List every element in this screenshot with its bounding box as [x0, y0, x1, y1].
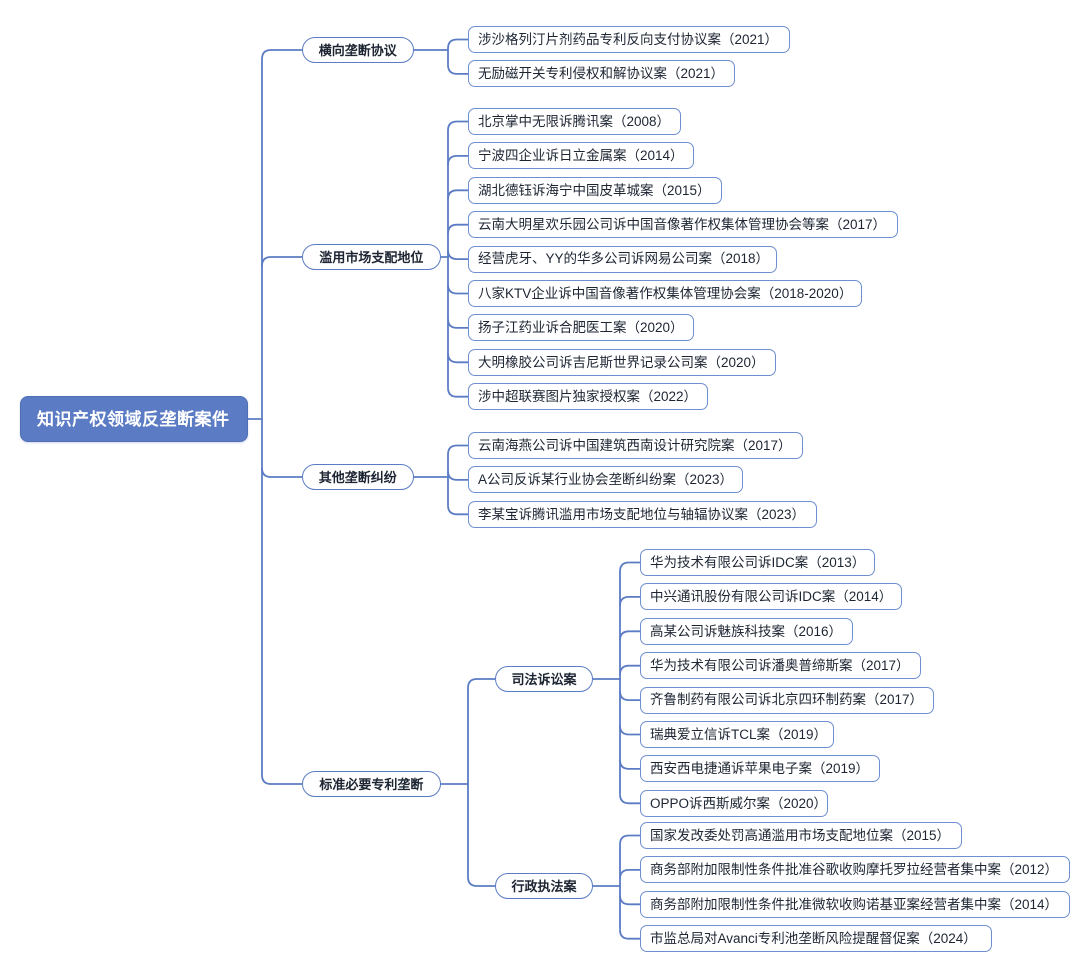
- case-node-label: OPPO诉西斯威尔案（2020）: [650, 795, 828, 811]
- case-node[interactable]: 北京掌中无限诉腾讯案（2008）: [468, 108, 681, 135]
- case-node[interactable]: 八家KTV企业诉中国音像著作权集体管理协会案（2018-2020）: [468, 280, 863, 307]
- case-node-label: 扬子江药业诉合肥医工案（2020）: [478, 320, 684, 336]
- case-node[interactable]: 国家发改委处罚高通滥用市场支配地位案（2015）: [640, 822, 962, 849]
- case-node-label: 国家发改委处罚高通滥用市场支配地位案（2015）: [650, 827, 951, 843]
- case-node-label: A公司反诉某行业协会垄断纠纷案（2023）: [478, 472, 734, 488]
- case-node-label: 西安西电捷通诉苹果电子案（2019）: [650, 761, 870, 777]
- root-node: 知识产权领域反垄断案件: [20, 396, 248, 442]
- case-node[interactable]: 市监总局对Avanci专利池垄断风险提醒督促案（2024）: [640, 925, 993, 953]
- case-node-label: 无励磁开关专利侵权和解协议案（2021）: [478, 66, 725, 82]
- case-node[interactable]: 瑞典爱立信诉TCL案（2019）: [640, 721, 835, 748]
- case-node[interactable]: 齐鲁制药有限公司诉北京四环制药案（2017）: [640, 686, 935, 714]
- case-node[interactable]: 李某宝诉腾讯滥用市场支配地位与轴辐协议案（2023）: [468, 500, 817, 528]
- branch-node-2[interactable]: 滥用市场支配地位: [302, 244, 441, 270]
- branch-node-2-label: 滥用市场支配地位: [319, 249, 424, 265]
- subgroup-node-2-label: 行政执法案: [511, 878, 577, 894]
- case-node[interactable]: 无励磁开关专利侵权和解协议案（2021）: [468, 60, 736, 88]
- case-node-label: 市监总局对Avanci专利池垄断风险提醒督促案（2024）: [650, 930, 977, 946]
- case-node[interactable]: 涉中超联赛图片独家授权案（2022）: [468, 383, 708, 411]
- case-node-label: 宁波四企业诉日立金属案（2014）: [478, 148, 684, 164]
- case-node-label: 商务部附加限制性条件批准微软收购诺基亚案经营者集中案（2014）: [650, 896, 1059, 912]
- case-node[interactable]: 中兴通讯股份有限公司诉IDC案（2014）: [640, 583, 903, 611]
- case-node[interactable]: A公司反诉某行业协会垄断纠纷案（2023）: [468, 466, 743, 494]
- case-node-label: 华为技术有限公司诉潘奥普缔斯案（2017）: [650, 657, 910, 673]
- branch-node-3-label: 其他垄断纠纷: [318, 469, 397, 485]
- case-node-label: 华为技术有限公司诉IDC案（2013）: [650, 554, 866, 570]
- case-node-label: 大明橡胶公司诉吉尼斯世界记录公司案（2020）: [478, 354, 765, 370]
- case-node-label: 李某宝诉腾讯滥用市场支配地位与轴辐协议案（2023）: [478, 506, 806, 522]
- case-node-label: 经营虎牙、YY的华多公司诉网易公司案（2018）: [478, 251, 770, 267]
- case-node-label: 云南大明星欢乐园公司诉中国音像著作权集体管理协会等案（2017）: [478, 216, 887, 232]
- case-node[interactable]: 经营虎牙、YY的华多公司诉网易公司案（2018）: [468, 245, 778, 273]
- case-node-label: 湖北德钰诉海宁中国皮革城案（2015）: [478, 182, 711, 198]
- branch-node-4[interactable]: 标准必要专利垄断: [302, 771, 441, 797]
- branch-node-3[interactable]: 其他垄断纠纷: [302, 464, 414, 490]
- case-node[interactable]: 大明橡胶公司诉吉尼斯世界记录公司案（2020）: [468, 348, 776, 376]
- case-node[interactable]: 涉沙格列汀片剂药品专利反向支付协议案（2021）: [468, 26, 790, 53]
- root-node-label: 知识产权领域反垄断案件: [37, 409, 230, 429]
- case-node[interactable]: 云南大明星欢乐园公司诉中国音像著作权集体管理协会等案（2017）: [468, 211, 899, 239]
- case-node[interactable]: 扬子江药业诉合肥医工案（2020）: [468, 314, 695, 342]
- subgroup-node-2[interactable]: 行政执法案: [495, 873, 593, 899]
- case-node-label: 瑞典爱立信诉TCL案（2019）: [650, 726, 828, 742]
- case-node[interactable]: 商务部附加限制性条件批准微软收购诺基亚案经营者集中案（2014）: [640, 890, 1071, 918]
- case-node[interactable]: OPPO诉西斯威尔案（2020）: [640, 789, 828, 817]
- case-node[interactable]: 西安西电捷通诉苹果电子案（2019）: [640, 755, 880, 783]
- branch-node-4-label: 标准必要专利垄断: [319, 776, 424, 792]
- case-node-label: 云南海燕公司诉中国建筑西南设计研究院案（2017）: [478, 437, 792, 453]
- branch-node-1[interactable]: 横向垄断协议: [302, 37, 414, 63]
- case-node-label: 北京掌中无限诉腾讯案（2008）: [478, 113, 671, 129]
- case-node[interactable]: 商务部附加限制性条件批准谷歌收购摩托罗拉经营者集中案（2012）: [640, 856, 1071, 884]
- case-node-label: 高某公司诉魅族科技案（2016）: [650, 623, 843, 639]
- case-node[interactable]: 高某公司诉魅族科技案（2016）: [640, 617, 853, 645]
- case-node[interactable]: 云南海燕公司诉中国建筑西南设计研究院案（2017）: [468, 432, 804, 459]
- case-node[interactable]: 华为技术有限公司诉IDC案（2013）: [640, 549, 875, 576]
- case-node-label: 中兴通讯股份有限公司诉IDC案（2014）: [650, 589, 893, 605]
- branch-node-1-label: 横向垄断协议: [318, 42, 397, 58]
- case-node[interactable]: 华为技术有限公司诉潘奥普缔斯案（2017）: [640, 652, 921, 680]
- case-node[interactable]: 宁波四企业诉日立金属案（2014）: [468, 142, 695, 170]
- case-node-label: 齐鲁制药有限公司诉北京四环制药案（2017）: [650, 692, 924, 708]
- subgroup-node-1[interactable]: 司法诉讼案: [495, 666, 593, 692]
- case-node-label: 涉沙格列汀片剂药品专利反向支付协议案（2021）: [478, 31, 779, 47]
- case-node-label: 八家KTV企业诉中国音像著作权集体管理协会案（2018-2020）: [478, 285, 853, 301]
- case-node-label: 涉中超联赛图片独家授权案（2022）: [478, 388, 698, 404]
- subgroup-node-1-label: 司法诉讼案: [511, 671, 577, 687]
- case-node[interactable]: 湖北德钰诉海宁中国皮革城案（2015）: [468, 176, 722, 204]
- case-node-label: 商务部附加限制性条件批准谷歌收购摩托罗拉经营者集中案（2012）: [650, 862, 1059, 878]
